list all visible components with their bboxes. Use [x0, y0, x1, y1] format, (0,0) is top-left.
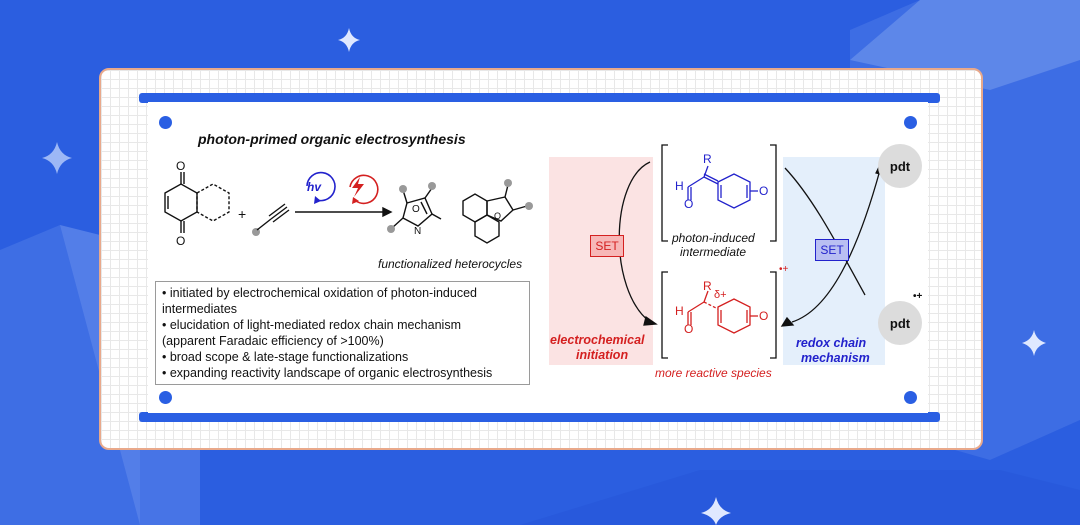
corner-dot [904, 116, 917, 129]
naphthoquinone-structure: O O [164, 159, 230, 248]
bullet-item: • expanding reactivity landscape of orga… [162, 366, 493, 380]
electrochemical-panel [549, 157, 653, 365]
set-right-box: SET [815, 239, 849, 261]
product-charge-label: •+ [913, 291, 923, 302]
products-label: functionalized heterocycles [378, 257, 523, 271]
r-label: R [703, 279, 712, 293]
o-label: O [759, 309, 769, 323]
r-label: R [703, 152, 712, 166]
bullet-item: • broad scope & late-stage functionaliza… [162, 350, 409, 364]
redox-panel [783, 157, 885, 365]
bullet-item: (apparent Faradaic efficiency of >100%) [162, 334, 384, 348]
svg-text:O: O [494, 211, 501, 221]
bullet-item: • initiated by electrochemical oxidation… [162, 286, 477, 300]
bullet-item: intermediates [162, 302, 238, 316]
photon-intermediate-line1: photon-induced [672, 231, 755, 245]
set-left-box: SET [590, 235, 624, 257]
redox-chain-line1: redox chain [796, 336, 867, 350]
radical-cation-label: •+ [779, 264, 789, 275]
top-binder-bar [139, 93, 940, 103]
o-label: O [684, 322, 694, 336]
sparkle-icon [1022, 330, 1046, 356]
photon-intermediate-line2: intermediate [680, 245, 747, 259]
redox-chain-line2: mechanism [801, 351, 870, 365]
oxazole-structure [387, 182, 442, 233]
product-radical-cation-circle: pdt [878, 301, 922, 345]
hv-label: hv [307, 180, 322, 194]
delta-plus-label: δ+ [714, 289, 727, 301]
sparkle-icon [42, 142, 72, 174]
svg-text:O: O [412, 204, 420, 215]
svg-text:O: O [176, 234, 185, 248]
naphthofuran-structure [462, 179, 533, 244]
svg-text:N: N [414, 226, 421, 237]
bottom-binder-bar [139, 412, 940, 422]
product-circle-top: pdt [878, 144, 922, 188]
corner-dot [159, 391, 172, 404]
electrochemical-initiation-line1: electrochemical [550, 333, 645, 347]
reaction-scheme: O O + O N [164, 159, 533, 248]
photo-cycle-icon [306, 171, 336, 204]
electro-cycle-icon [349, 174, 379, 205]
sparkle-icon [338, 28, 360, 52]
h-label: H [675, 179, 684, 193]
reactive-species-label: more reactive species [655, 366, 772, 380]
highlights-box: • initiated by electrochemical oxidation… [155, 281, 530, 385]
o-label: O [759, 184, 769, 198]
electrochemical-initiation-line2: initiation [576, 348, 629, 362]
svg-text:+: + [238, 206, 246, 222]
corner-dot [159, 116, 172, 129]
sparkle-icon [701, 497, 731, 525]
o-label: O [684, 197, 694, 211]
h-label: H [675, 304, 684, 318]
reactive-species-structure [687, 290, 758, 334]
alkyne-structure [252, 203, 290, 236]
corner-dot [904, 391, 917, 404]
bullet-item: • elucidation of light-mediated redox ch… [162, 318, 461, 332]
photon-intermediate-structure [687, 165, 758, 209]
svg-text:O: O [176, 159, 185, 173]
page-title: photon-primed organic electrosynthesis [198, 131, 466, 147]
